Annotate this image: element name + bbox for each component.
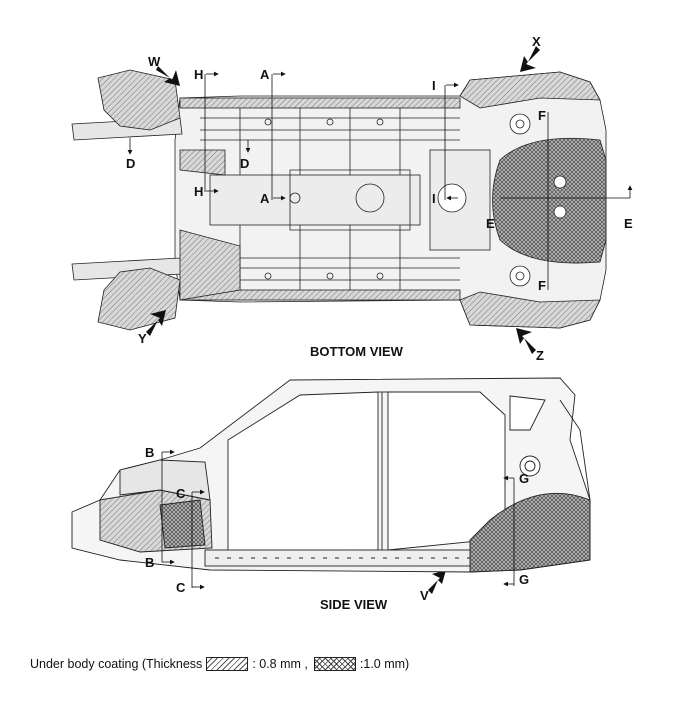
label-z: Z [536, 348, 544, 363]
bottom-section-lines [127, 71, 633, 290]
arrow-z-icon [516, 328, 536, 354]
side-section-lines [161, 449, 515, 590]
arrow-v-icon [428, 570, 446, 594]
label-b-top: B [145, 445, 154, 460]
label-f-top: F [538, 108, 546, 123]
label-e-right: E [624, 216, 633, 231]
label-g-top: G [519, 471, 529, 486]
label-h-bottom: H [194, 184, 203, 199]
legend-prefix: Under body coating (Thickness [30, 657, 203, 671]
label-d-left: D [126, 156, 135, 171]
label-b-bottom: B [145, 555, 154, 570]
view-arrows [146, 46, 540, 594]
side-view-drawing [71, 377, 591, 573]
label-d-right: D [240, 156, 249, 171]
label-c-bottom: C [176, 580, 186, 595]
label-f-bottom: F [538, 278, 546, 293]
label-a-bottom: A [260, 191, 270, 206]
label-y: Y [138, 331, 147, 346]
label-h-top: H [194, 67, 203, 82]
side-view-labels: B B C C G G V SIDE VIEW [145, 445, 529, 612]
arrow-w-icon [156, 66, 180, 86]
legend-value-2: :1.0 mm) [359, 657, 410, 671]
side-view-caption: SIDE VIEW [320, 597, 388, 612]
bottom-view-caption: BOTTOM VIEW [310, 344, 404, 359]
arrow-x-icon [520, 46, 540, 72]
bottom-view-drawing [71, 69, 607, 331]
hatch-light-swatch-icon [206, 657, 249, 671]
label-c-top: C [176, 486, 186, 501]
label-e-left: E [486, 216, 495, 231]
label-x: X [532, 34, 541, 49]
hatch-dark-swatch-icon [313, 657, 356, 671]
label-a-top: A [260, 67, 270, 82]
arrow-y-icon [146, 310, 166, 336]
label-g-bottom: G [519, 572, 529, 587]
label-v: V [420, 588, 429, 603]
label-i-bottom: I [432, 191, 436, 206]
label-w: W [148, 54, 161, 69]
label-i-top: I [432, 78, 436, 93]
coating-legend: Under body coating (Thickness : 0.8 mm ,… [30, 657, 409, 671]
legend-value-1: : 0.8 mm , [252, 657, 308, 671]
bottom-view-labels: W X Y Z H H A A I I D D E E F F BOTTOM V… [126, 34, 633, 363]
